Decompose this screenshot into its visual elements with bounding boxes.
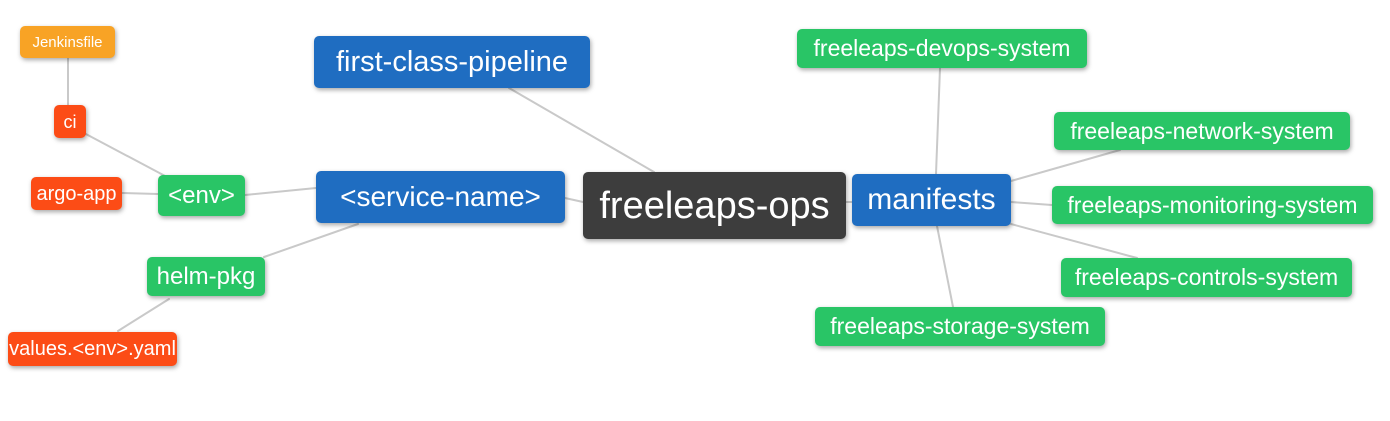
node-helm-pkg[interactable]: helm-pkg xyxy=(147,257,265,296)
edge-manifests-to-freeleaps-devops-system xyxy=(935,67,941,175)
edge-manifests-to-freeleaps-controls-system xyxy=(1010,223,1138,259)
edge-manifests-to-freeleaps-storage-system xyxy=(936,225,954,308)
edge-helm-pkg-to-service-name xyxy=(263,223,359,258)
node-freeleaps-monitoring-system[interactable]: freeleaps-monitoring-system xyxy=(1052,186,1373,224)
edge-service-name-to-freeleaps-ops xyxy=(564,197,584,203)
edge-ci-to-env xyxy=(83,132,168,178)
node-env[interactable]: <env> xyxy=(158,175,245,216)
node-first-class-pipeline[interactable]: first-class-pipeline xyxy=(314,36,590,88)
node-freeleaps-ops[interactable]: freeleaps-ops xyxy=(583,172,846,239)
edge-manifests-to-freeleaps-monitoring-system xyxy=(1010,201,1053,206)
node-freeleaps-controls-system[interactable]: freeleaps-controls-system xyxy=(1061,258,1352,297)
node-ci[interactable]: ci xyxy=(54,105,86,138)
node-values-env-yaml[interactable]: values.<env>.yaml xyxy=(8,332,177,366)
node-argo-app[interactable]: argo-app xyxy=(31,177,122,210)
node-jenkinsfile[interactable]: Jenkinsfile xyxy=(20,26,115,58)
node-freeleaps-network-system[interactable]: freeleaps-network-system xyxy=(1054,112,1350,150)
edge-argo-app-to-env xyxy=(121,192,159,195)
edge-manifests-to-freeleaps-network-system xyxy=(1010,149,1121,182)
edge-env-to-service-name xyxy=(244,187,317,196)
edge-first-class-pipeline-to-freeleaps-ops xyxy=(508,87,655,173)
node-service-name[interactable]: <service-name> xyxy=(316,171,565,223)
node-manifests[interactable]: manifests xyxy=(852,174,1011,226)
node-freeleaps-storage-system[interactable]: freeleaps-storage-system xyxy=(815,307,1105,346)
edge-values-env-yaml-to-helm-pkg xyxy=(117,298,170,332)
node-freeleaps-devops-system[interactable]: freeleaps-devops-system xyxy=(797,29,1087,68)
